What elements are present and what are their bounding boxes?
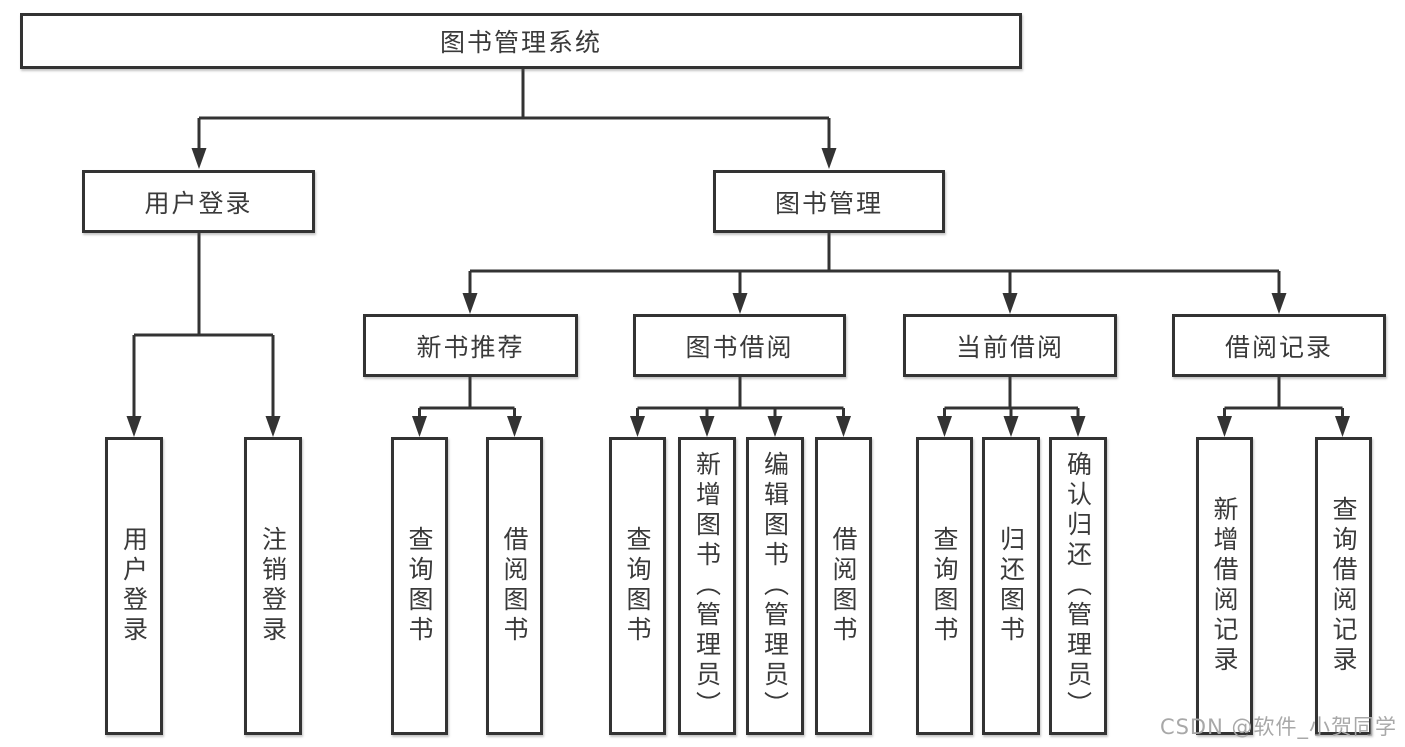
connector-book-borrowing-children [636, 377, 845, 418]
node-book-borrowing: 图书借阅 [633, 314, 846, 377]
leaf-borrow-books-recommend: 借阅图书 [486, 437, 543, 735]
node-current-borrowing: 当前借阅 [903, 314, 1117, 377]
leaf-add-borrow-record: 新增借阅记录 [1196, 437, 1253, 735]
arrowheads-new-book-children [412, 416, 522, 437]
node-new-book-recommendation: 新书推荐 [363, 314, 578, 377]
node-user-login: 用户登录 [82, 170, 315, 233]
leaf-edit-book-admin: 编辑图书（管理员） [746, 437, 804, 735]
leaf-confirm-return-admin: 确认归还（管理员） [1049, 437, 1107, 735]
connector-current-borrowing-children [943, 377, 1080, 418]
leaf-add-book-admin: 新增图书（管理员） [678, 437, 736, 735]
leaf-query-borrow-record: 查询借阅记录 [1315, 437, 1372, 735]
connector-user-login-children [132, 233, 275, 418]
connector-new-book-children [418, 377, 516, 418]
leaf-query-books-borrowing: 查询图书 [609, 437, 666, 735]
connector-book-management-children [468, 233, 1281, 295]
arrowheads-user-login-children [126, 416, 281, 437]
arrowheads-book-borrowing-children [630, 416, 851, 437]
arrowheads-current-borrowing-children [937, 416, 1086, 437]
leaf-borrow-books-borrowing: 借阅图书 [815, 437, 872, 735]
connector-root-to-level2 [197, 69, 831, 150]
node-borrowing-records: 借阅记录 [1172, 314, 1386, 377]
arrowheads-book-management-children [462, 293, 1287, 314]
arrowheads-borrowing-records-children [1217, 416, 1350, 437]
node-library-system: 图书管理系统 [20, 13, 1022, 69]
csdn-watermark: CSDN @软件_小贺同学 [1159, 715, 1397, 739]
node-book-management: 图书管理 [713, 170, 945, 233]
leaf-query-books-current: 查询图书 [916, 437, 973, 735]
leaf-logout: 注销登录 [244, 437, 302, 735]
leaf-user-login: 用户登录 [105, 437, 163, 735]
arrowheads-level2 [191, 148, 837, 169]
connector-borrowing-records-children [1223, 377, 1344, 418]
leaf-return-books: 归还图书 [982, 437, 1040, 735]
leaf-query-books-recommend: 查询图书 [391, 437, 448, 735]
